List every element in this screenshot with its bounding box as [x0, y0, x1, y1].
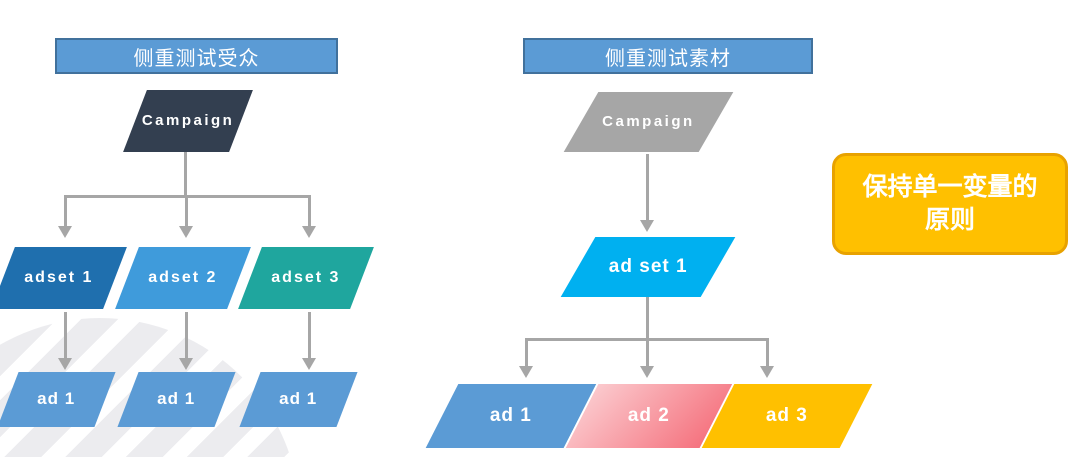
left-drop-2: [185, 195, 188, 226]
left-adset1-node: adset 1: [0, 247, 127, 309]
callout-line1: 保持单一变量的: [862, 173, 1038, 201]
right-drop-2: [646, 338, 649, 366]
arrow-head-icon: [58, 226, 72, 238]
left-campaign-node: Campaign: [123, 90, 253, 152]
left-ad3-node: ad 1: [239, 372, 358, 427]
left-adset1-arrow: [64, 312, 67, 358]
arrow-head-icon: [302, 358, 316, 370]
arrow-head-icon: [58, 358, 72, 370]
right-campaign-arrow: [646, 154, 649, 220]
left-drop-1: [64, 195, 67, 226]
left-adset2-node: adset 2: [115, 247, 251, 309]
arrow-head-icon: [302, 226, 316, 238]
right-campaign-label: Campaign: [602, 113, 695, 131]
left-drop-3: [308, 195, 311, 226]
left-ad1-label: ad 1: [37, 389, 76, 409]
left-connector-stem: [184, 152, 187, 196]
arrow-head-icon: [179, 358, 193, 370]
left-adset3-arrow: [308, 312, 311, 358]
left-adset1-label: adset 1: [24, 268, 94, 286]
callout-line2: 原则: [924, 206, 975, 234]
arrow-head-icon: [179, 226, 193, 238]
left-ad2-label: ad 1: [157, 389, 196, 409]
left-campaign-label: Campaign: [141, 112, 235, 130]
left-adset3-node: adset 3: [238, 247, 374, 309]
arrow-head-icon: [640, 366, 654, 378]
left-ad3-label: ad 1: [279, 389, 318, 409]
right-campaign-node: Campaign: [563, 92, 734, 152]
left-adset2-label: adset 2: [148, 268, 218, 286]
right-drop-1: [525, 338, 528, 366]
single-variable-callout: 保持单一变量的 原则: [832, 153, 1068, 255]
right-ad1-label: ad 1: [489, 404, 533, 426]
left-adset3-label: adset 3: [271, 268, 341, 286]
arrow-head-icon: [640, 220, 654, 232]
left-header: 侧重测试受众: [55, 38, 338, 74]
arrow-head-icon: [760, 366, 774, 378]
right-drop-3: [766, 338, 769, 366]
left-adset2-arrow: [185, 312, 188, 358]
right-connector-stem: [646, 297, 649, 339]
right-adset-node: ad set 1: [560, 237, 736, 297]
arrow-head-icon: [519, 366, 533, 378]
right-header: 侧重测试素材: [523, 38, 813, 74]
right-adset-label: ad set 1: [608, 255, 688, 277]
right-ad3-label: ad 3: [765, 404, 809, 426]
right-ad2-label: ad 2: [627, 404, 671, 426]
